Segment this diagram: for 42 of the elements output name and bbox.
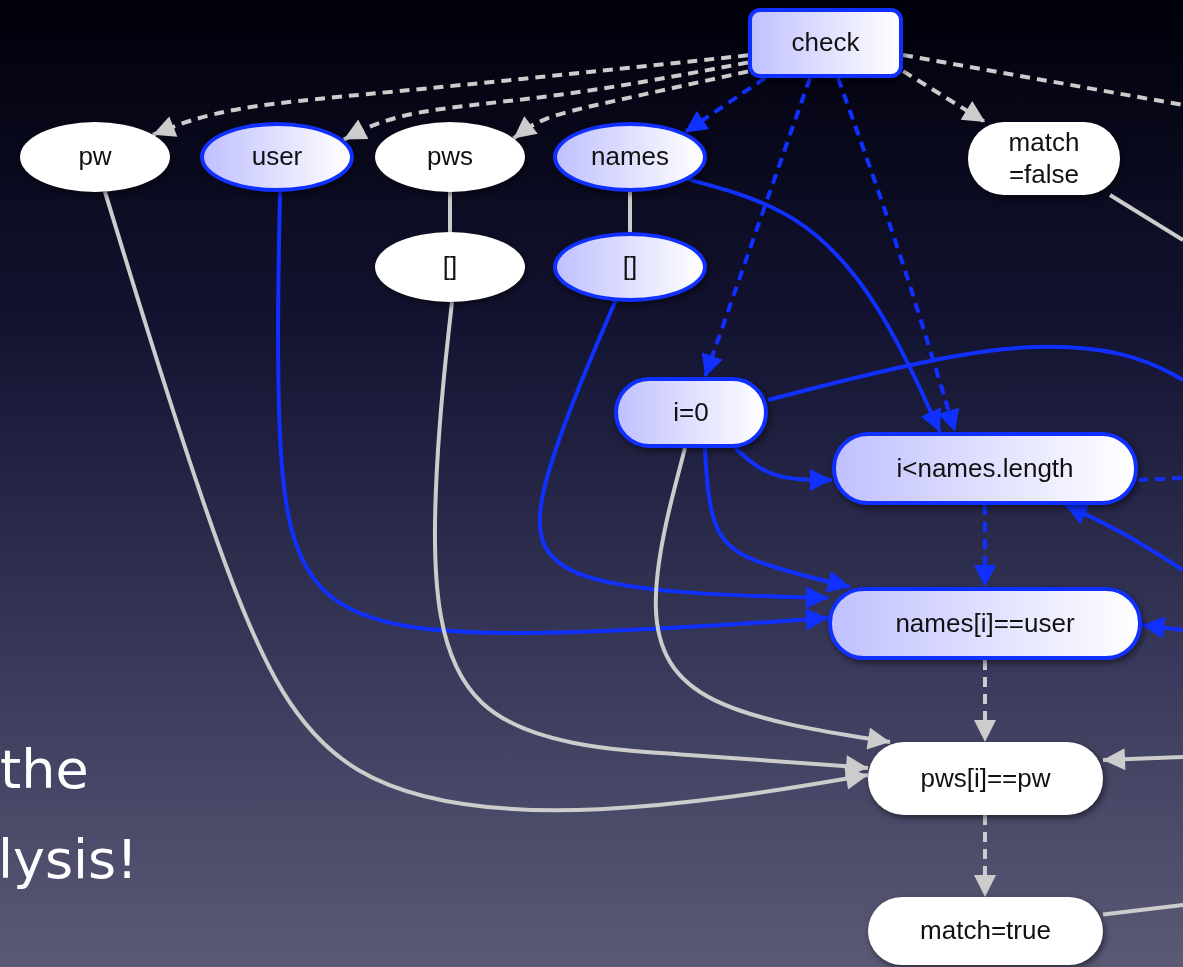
arrow bbox=[974, 815, 996, 897]
arrow bbox=[1141, 616, 1183, 639]
arrow bbox=[701, 77, 812, 378]
variable-ellipse: names bbox=[553, 122, 707, 192]
variable-ellipse: [] bbox=[375, 232, 525, 302]
statement-node: i<names.length bbox=[832, 432, 1138, 505]
arrow bbox=[974, 505, 996, 587]
arrow bbox=[974, 660, 996, 742]
variable-ellipse: [] bbox=[553, 232, 707, 302]
arrow bbox=[688, 177, 942, 433]
arrow bbox=[653, 447, 891, 750]
process-box: check bbox=[748, 8, 903, 78]
statement-node: match=true bbox=[868, 897, 1103, 965]
arrow bbox=[152, 53, 749, 137]
arrow bbox=[276, 191, 829, 635]
statement-node: i=0 bbox=[614, 377, 768, 448]
connector-line bbox=[1108, 193, 1183, 242]
statement-node: pws[i]==pw bbox=[868, 742, 1103, 815]
connector-line bbox=[448, 192, 452, 232]
arrow bbox=[512, 69, 749, 140]
arrow bbox=[537, 300, 829, 609]
slide-text: the bbox=[0, 738, 89, 801]
variable-ellipse: user bbox=[200, 122, 354, 192]
connector-line bbox=[628, 192, 632, 232]
variable-ellipse: pw bbox=[20, 122, 170, 192]
slide-text: lysis! bbox=[0, 828, 138, 891]
arrow bbox=[1102, 748, 1183, 771]
arrow bbox=[703, 447, 851, 593]
statement-node: match =false bbox=[968, 122, 1120, 195]
connector-line bbox=[1137, 476, 1183, 482]
arrow bbox=[836, 77, 960, 433]
statement-node: names[i]==user bbox=[828, 587, 1142, 660]
arrow bbox=[683, 76, 767, 135]
arrow bbox=[733, 446, 832, 491]
arrow bbox=[432, 301, 869, 778]
variable-ellipse: pws bbox=[375, 122, 525, 192]
connector-line bbox=[902, 53, 1183, 107]
arrow bbox=[103, 191, 869, 813]
arrow bbox=[1064, 503, 1183, 572]
arrow bbox=[901, 69, 987, 124]
connector-line bbox=[767, 344, 1183, 402]
connector-line bbox=[1102, 903, 1183, 917]
